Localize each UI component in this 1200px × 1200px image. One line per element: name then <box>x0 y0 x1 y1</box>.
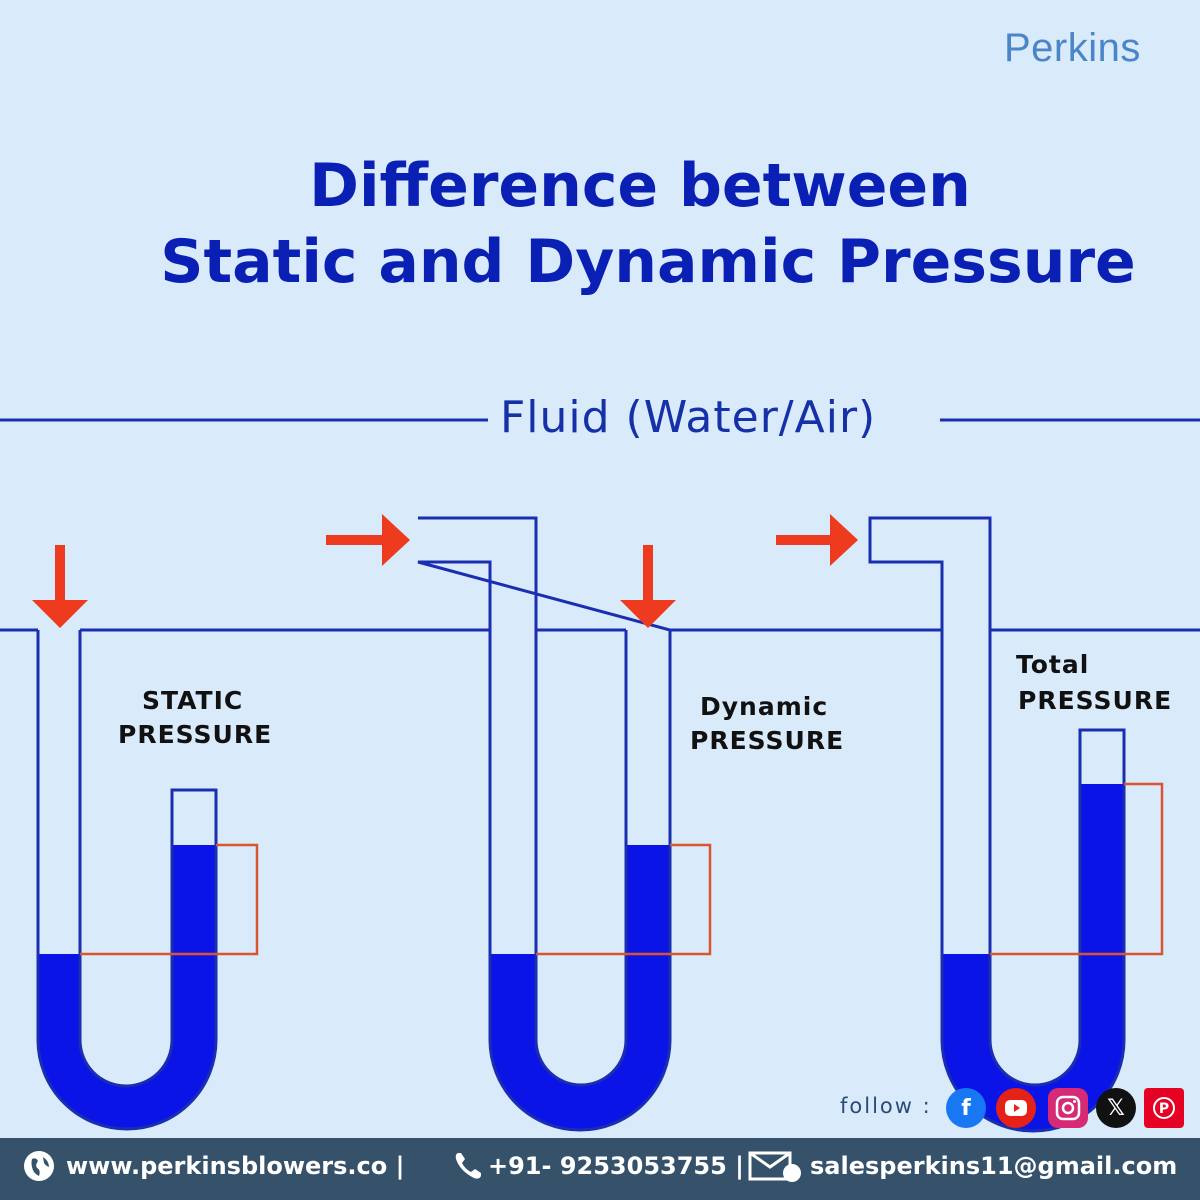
footer-bar <box>0 1138 1200 1200</box>
follow-label: follow : <box>840 1094 932 1118</box>
youtube-icon[interactable] <box>996 1088 1036 1128</box>
liquid-total <box>942 784 1124 1131</box>
level-bracket-total <box>990 782 1164 956</box>
dynamic-label-line2: PRESSURE <box>690 726 845 755</box>
arrow-right-total <box>776 514 858 566</box>
arrow-down-dynamic <box>620 545 676 628</box>
page-title-line2: Static and Dynamic Pressure <box>160 227 1136 297</box>
svg-text:P: P <box>1159 1101 1169 1117</box>
page-title-line1: Difference between <box>309 151 971 221</box>
instagram-icon[interactable] <box>1048 1088 1088 1128</box>
liquid-dynamic <box>490 845 670 1130</box>
total-label-line1: Total <box>1016 650 1090 679</box>
dynamic-label-line1: Dynamic <box>700 692 829 721</box>
manometer-total <box>868 516 1164 1133</box>
arrow-right-dynamic <box>326 514 410 566</box>
level-bracket-static <box>80 843 259 956</box>
email-icon <box>748 1148 804 1192</box>
footer-email[interactable]: salesperkins11@gmail.com <box>810 1152 1178 1180</box>
phone-icon <box>452 1148 486 1192</box>
tube-dynamic-outer <box>417 516 672 1132</box>
arrow-down-static <box>32 545 88 628</box>
globe-icon <box>22 1148 56 1192</box>
tube-static-outer <box>36 630 218 1131</box>
footer-phone[interactable]: +91- 9253053755 | <box>488 1152 744 1180</box>
fluid-label: Fluid (Water/Air) <box>500 392 877 443</box>
level-bracket-dynamic <box>536 843 712 956</box>
static-label-line2: PRESSURE <box>118 720 273 749</box>
facebook-icon[interactable]: f <box>946 1088 986 1128</box>
manometer-dynamic <box>417 516 712 1132</box>
footer-website[interactable]: www.perkinsblowers.co | <box>66 1152 405 1180</box>
static-label-line1: STATIC <box>142 686 244 715</box>
total-label-line2: PRESSURE <box>1018 686 1173 715</box>
pinterest-icon[interactable]: P <box>1144 1088 1184 1128</box>
x-icon[interactable]: 𝕏 <box>1096 1088 1136 1128</box>
manometer-static <box>36 630 259 1131</box>
brand-logo: Perkins <box>1004 26 1141 70</box>
